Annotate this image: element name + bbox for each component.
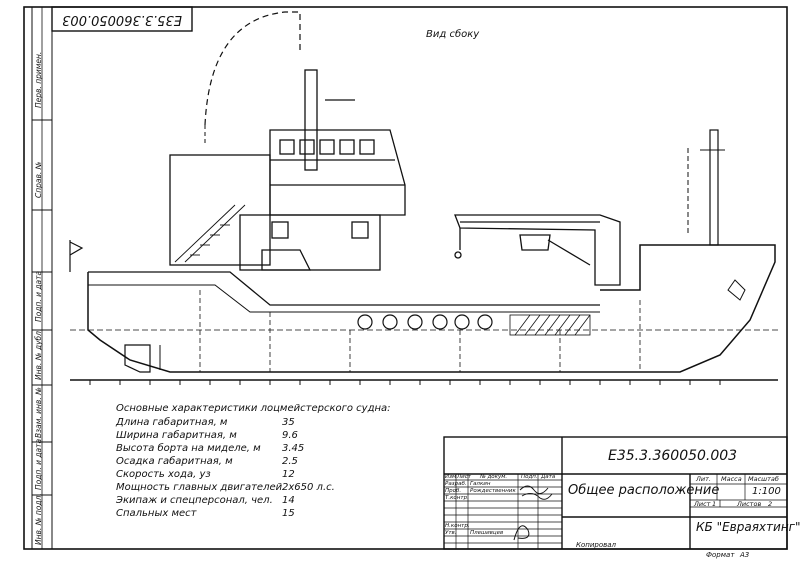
side-label-vzam-inv: Взам. инв. № [34, 387, 43, 438]
tb-scale-value: 1:100 [752, 486, 781, 497]
crane [454, 214, 621, 286]
spec-label-depth: Высота борта на миделе, м [116, 443, 261, 454]
signature-prov [521, 493, 553, 500]
tb-row-utv: Утв. [445, 530, 457, 536]
signature-razrab [519, 485, 549, 494]
tb-format-value: А3 [740, 551, 750, 559]
superstructure [169, 69, 406, 271]
signature-utv [513, 525, 530, 541]
spec-value-draft: 2.5 [282, 456, 298, 467]
view-label: Вид сбоку [426, 29, 480, 40]
code-box-top [51, 6, 193, 32]
tb-mass-label: Масса [721, 475, 742, 483]
tb-sheet-num: 1 [712, 500, 717, 508]
bow-mast [709, 129, 719, 246]
tb-scale-label: Масштаб [748, 475, 779, 483]
spec-value-power: 2х650 л.с. [282, 482, 335, 493]
tb-copied: Копировал [576, 541, 616, 549]
spec-value-crew: 14 [282, 495, 295, 506]
spec-value-length: 35 [282, 417, 295, 428]
tb-head-date: Дата [541, 474, 556, 480]
tb-sheets-label: Листов [737, 500, 762, 508]
tb-name-razrab: Галкин [470, 481, 491, 487]
side-label-perv-primen: Перв. примен. [34, 51, 43, 108]
tb-sheet-label: Лист [694, 500, 711, 508]
spec-label-berths: Спальных мест [116, 508, 197, 519]
spec-value-depth: 3.45 [282, 443, 305, 454]
specs-title: Основные характеристики лоцмейстерского … [116, 403, 391, 414]
spec-label-draft: Осадка габаритная, м [116, 456, 233, 467]
tb-row-tkontr: Т.контр. [445, 495, 469, 501]
title-block-org: КБ "Евраяхтинг" [696, 520, 800, 534]
side-label-inv-dubl: Инв. № дубл. [34, 328, 43, 380]
tb-name-utv: Плешивцев [470, 530, 504, 536]
side-label-podp-data-1: Подп. и дата [34, 270, 43, 322]
spec-label-power: Мощность главных двигателей [116, 482, 283, 493]
side-label-inv-podl: Инв. № подл. [34, 493, 43, 545]
tb-row-prov: Проб. [445, 488, 462, 494]
spec-label-width: Ширина габаритная, м [116, 430, 237, 441]
tb-head-list: Лист [457, 474, 471, 480]
tb-head-izm: Изм [445, 474, 457, 480]
side-label-sprav: Справ. № [34, 161, 43, 199]
title-block [443, 436, 788, 550]
side-label-podp-data-2: Подп. и дата [34, 438, 43, 490]
spec-label-speed: Скорость хода, уз [116, 469, 211, 480]
spec-label-length: Длина габаритная, м [116, 417, 228, 428]
title-block-name: Общее расположение [568, 483, 720, 498]
hatched-area [509, 314, 591, 336]
hull-outline [87, 244, 776, 373]
tb-head-doc: № докум. [480, 474, 508, 480]
title-block-code: E35.3.360050.003 [608, 448, 738, 464]
tb-row-razrab: Разраб. [445, 481, 467, 487]
frame-border [23, 6, 788, 550]
spec-value-berths: 15 [282, 508, 295, 519]
tb-head-sign: Подп. [521, 474, 538, 480]
tb-lit-label: Лит. [696, 475, 711, 483]
tb-row-nkontr: Н.контр. [445, 523, 470, 529]
spec-value-speed: 12 [282, 469, 295, 480]
deck-fenders [357, 314, 493, 330]
spec-label-crew: Экипаж и спецперсонал, чел. [116, 495, 273, 506]
drawing-code-top: E35.3.360050.003 [62, 12, 182, 27]
spec-value-width: 9.6 [282, 430, 298, 441]
mast-dashed [204, 11, 301, 126]
tb-sheets-total: 2 [768, 500, 773, 508]
tb-format-label: Формат [706, 551, 735, 559]
tb-name-prov: Рождественник [470, 488, 516, 494]
